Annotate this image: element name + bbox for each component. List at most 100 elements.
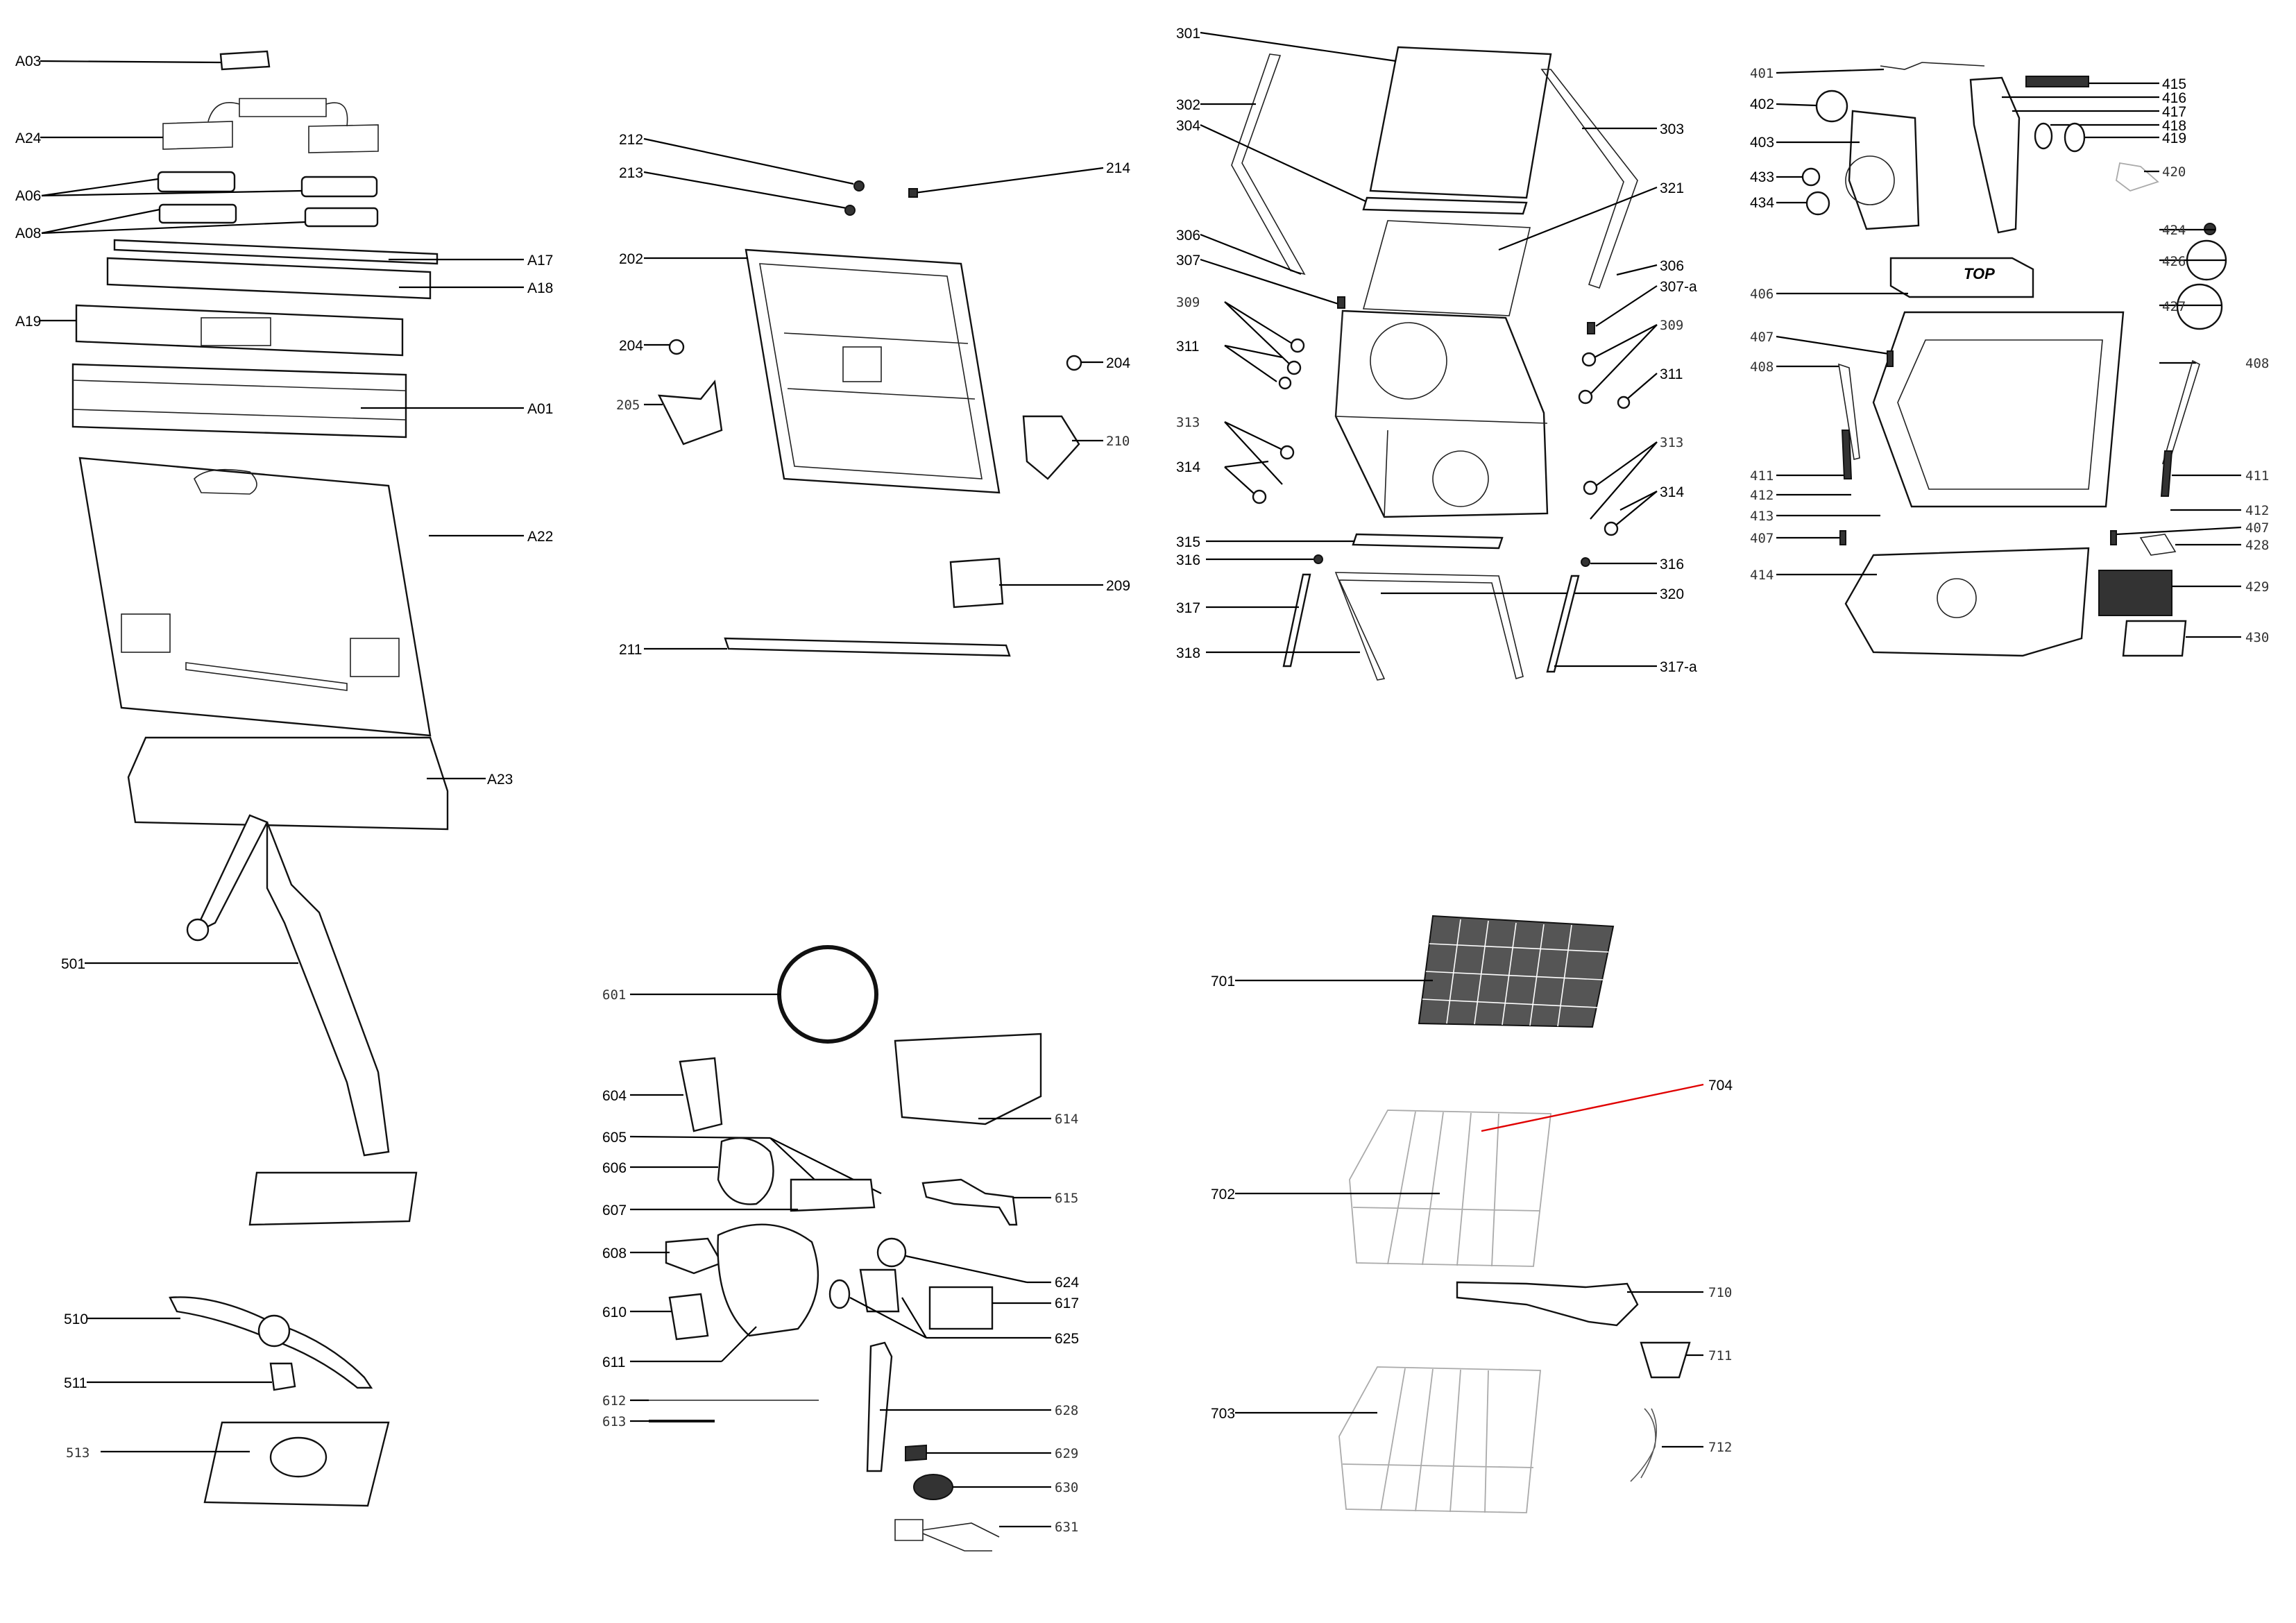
part-408-drawing-2 — [2161, 359, 2200, 466]
leader-313-1a — [1224, 421, 1283, 450]
part-313-drawing-2 — [1583, 480, 1598, 495]
part-302-drawing — [1231, 53, 1306, 275]
label-320: 320 — [1660, 586, 1684, 602]
part-510-drawing — [169, 1296, 373, 1389]
part-406-box-text: TOP — [1964, 265, 1995, 282]
part-a19-drawing — [75, 304, 404, 357]
part-629-drawing — [905, 1444, 927, 1462]
part-407-drawing-3 — [2110, 530, 2117, 545]
label-710: 710 — [1708, 1285, 1732, 1300]
part-414-drawing — [1844, 547, 2090, 657]
part-703-drawing — [1338, 1366, 1541, 1513]
part-314-drawing-1 — [1252, 489, 1267, 504]
label-702: 702 — [1211, 1187, 1235, 1203]
part-303-drawing — [1540, 69, 1638, 289]
part-429-drawing — [2098, 570, 2172, 616]
part-710-drawing — [1456, 1281, 1639, 1327]
leader-314-1b — [1224, 466, 1255, 495]
label-211: 211 — [619, 642, 642, 658]
part-213-drawing — [844, 205, 856, 216]
label-611: 611 — [602, 1354, 625, 1370]
part-625-drawing — [828, 1279, 851, 1309]
part-711-drawing — [1640, 1341, 1691, 1379]
part-204-drawing-2 — [1066, 355, 1082, 371]
label-316-1: 316 — [1176, 552, 1200, 568]
part-317a-drawing — [1546, 575, 1580, 673]
label-302: 302 — [1176, 97, 1200, 113]
part-316-drawing-2 — [1581, 557, 1590, 567]
label-406: 406 — [1750, 287, 1774, 302]
part-511-drawing — [269, 1362, 296, 1391]
part-a22-plate-2 — [350, 638, 400, 677]
part-tub-window — [1370, 322, 1447, 400]
leader-407-3 — [2116, 526, 2242, 536]
part-a22-plate-1 — [121, 613, 171, 653]
label-413: 413 — [1750, 509, 1774, 524]
part-a24-drawing — [162, 98, 379, 153]
label-434: 434 — [1750, 195, 1774, 211]
part-214-drawing — [908, 188, 918, 198]
label-210: 210 — [1106, 434, 1130, 449]
part-307-drawing — [1337, 296, 1345, 309]
label-606: 606 — [602, 1160, 627, 1176]
part-321-drawing — [1362, 220, 1531, 316]
part-403-ring — [1845, 155, 1895, 205]
part-611-drawing — [717, 1223, 819, 1337]
leader-304 — [1200, 124, 1366, 202]
label-309-2: 309 — [1660, 318, 1683, 333]
leader-309-1b — [1224, 301, 1293, 367]
label-a22: A22 — [527, 529, 553, 545]
part-a22-strip — [185, 662, 348, 691]
part-510-hub — [257, 1314, 291, 1348]
control-panel-group: A03 A24 A06 A08 A17 A18 A19 A0 — [15, 50, 553, 831]
part-a18-drawing — [106, 257, 432, 300]
label-315: 315 — [1176, 534, 1200, 550]
part-tub-sump — [1432, 450, 1489, 507]
label-313-1: 313 — [1176, 415, 1200, 430]
part-615-drawing — [921, 1178, 1018, 1226]
part-501-drawing — [192, 814, 390, 1157]
part-614-drawing — [894, 1033, 1042, 1125]
leader-311-1b — [1224, 345, 1277, 382]
part-a22-handle — [194, 468, 257, 495]
label-401: 401 — [1750, 66, 1774, 81]
label-209: 209 — [1106, 578, 1130, 594]
label-303: 303 — [1660, 121, 1684, 137]
leader-625-b — [901, 1297, 927, 1339]
label-501: 501 — [61, 956, 85, 972]
part-701-drawing — [1418, 915, 1615, 1028]
part-211-drawing — [724, 637, 1011, 657]
leader-314-2b — [1613, 491, 1658, 528]
part-210-drawing — [1022, 415, 1080, 480]
leader-a06-2 — [41, 189, 303, 197]
label-307a: 307-a — [1660, 279, 1697, 295]
part-624-elbow — [859, 1268, 900, 1313]
label-204-1: 204 — [619, 338, 643, 354]
leader-a06-1 — [41, 178, 159, 197]
label-321: 321 — [1660, 180, 1684, 196]
part-309-drawing-2 — [1286, 360, 1302, 375]
leader-605-a — [629, 1135, 771, 1139]
label-429: 429 — [2245, 579, 2269, 595]
label-212: 212 — [619, 132, 643, 148]
part-309-drawing-4 — [1578, 389, 1593, 405]
leader-301 — [1200, 31, 1397, 62]
inner-door-group: 202 212 213 214 204 204 205 210 209 211 — [616, 132, 1130, 658]
part-415-hose — [2025, 76, 2089, 87]
part-430-drawing — [2122, 620, 2187, 657]
label-311-1: 311 — [1176, 339, 1199, 355]
part-301-drawing — [1369, 46, 1552, 199]
label-a08: A08 — [15, 226, 41, 241]
label-408-2: 408 — [2245, 356, 2269, 371]
part-415-419-drawing — [1969, 76, 2021, 234]
leader-306-1 — [1200, 233, 1302, 275]
part-701-grid — [1422, 919, 1609, 1027]
leader-212 — [643, 137, 854, 185]
label-412-1: 412 — [1750, 488, 1774, 503]
part-307a-drawing — [1587, 322, 1595, 334]
label-408-1: 408 — [1750, 359, 1774, 375]
label-630: 630 — [1055, 1480, 1078, 1495]
label-427: 427 — [2162, 299, 2186, 314]
part-205-drawing — [657, 380, 723, 445]
label-511: 511 — [64, 1375, 87, 1391]
